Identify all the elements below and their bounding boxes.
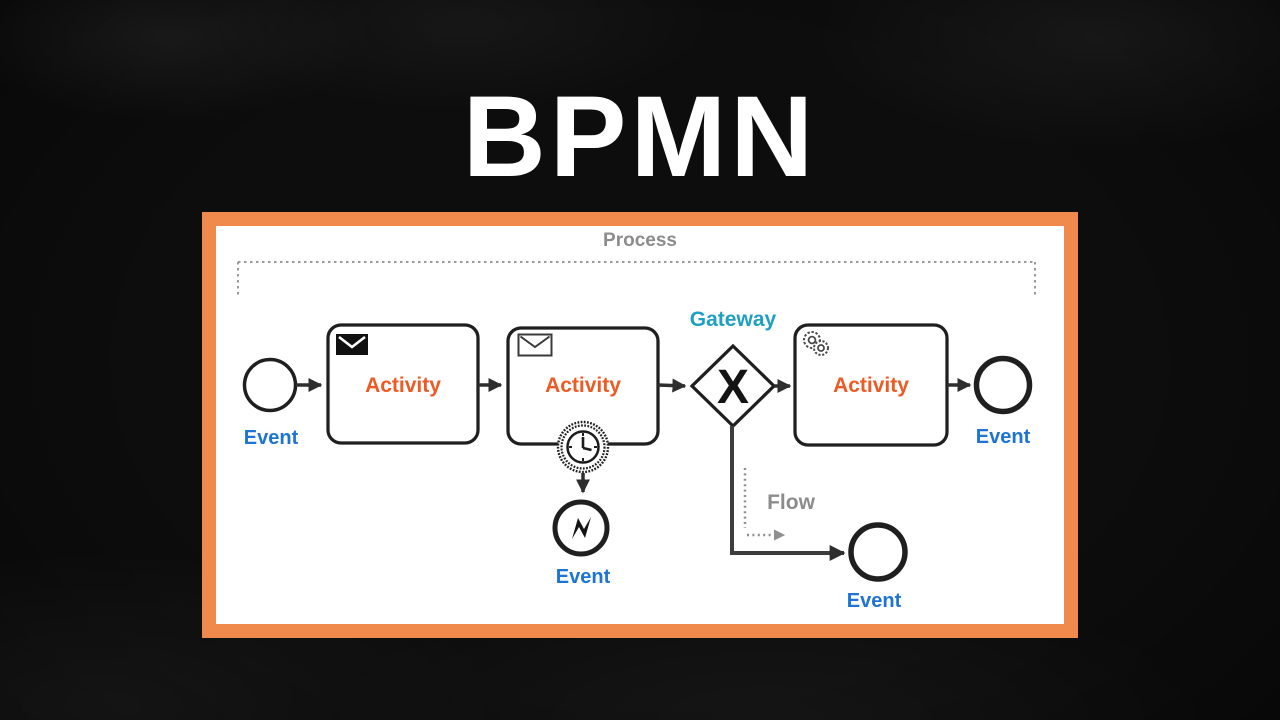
process-boundary — [237, 261, 1036, 298]
activity-3-label: Activity — [833, 374, 909, 397]
process-label: Process — [603, 230, 677, 251]
start-event-circle — [242, 357, 298, 413]
activity-1-label: Activity — [365, 374, 441, 397]
sequence-flow-3 — [657, 378, 687, 393]
end-event-label: Event — [976, 426, 1031, 448]
filled-envelope-icon — [336, 334, 368, 355]
timer-clock-icon — [566, 430, 600, 464]
bottom-end-event-circle — [848, 522, 908, 582]
gateway-label: Gateway — [690, 308, 777, 331]
bottom-end-event-label: Event — [847, 590, 902, 612]
flow-annotation: Flow — [743, 468, 816, 541]
sequence-flow-gateway-down — [730, 426, 846, 561]
outline-envelope-icon — [517, 333, 553, 357]
exclusive-gateway-x-marker: X — [717, 361, 749, 414]
start-event-label: Event — [244, 427, 299, 449]
error-event-label: Event — [556, 566, 611, 588]
bpmn-diagram-panel: Process Event Activity Activity — [202, 212, 1078, 638]
end-event-circle — [973, 355, 1033, 415]
error-event-circle — [552, 499, 610, 557]
flow-label: Flow — [767, 491, 815, 514]
page-title: BPMN — [462, 73, 818, 201]
lightning-bolt-icon — [572, 517, 591, 539]
service-gears-icon — [803, 331, 829, 356]
bpmn-diagram: Process Event Activity Activity — [237, 230, 1036, 612]
activity-2-label: Activity — [545, 374, 621, 397]
timer-boundary-event — [556, 420, 610, 474]
